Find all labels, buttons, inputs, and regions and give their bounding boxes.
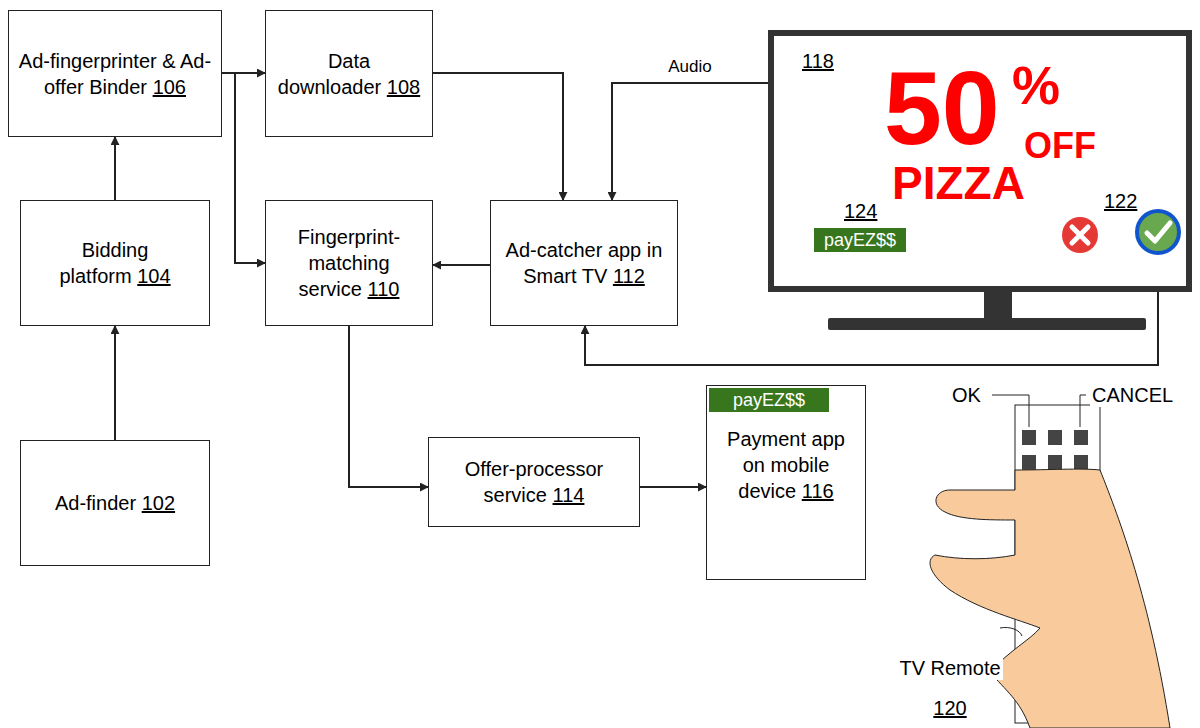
leader-line [1080,395,1086,427]
payment-badge: payEZ$$ [814,228,906,252]
edge-label: Audio [666,57,713,77]
callout-number: 116 [802,480,834,502]
ad-text: 50 [884,56,1000,160]
thumbnail [1000,627,1022,636]
remote-button [1074,455,1088,470]
process-box: Ad-fingerprinter & Ad-offer Binder106 [8,10,222,137]
callout-number: 104 [137,265,170,287]
box-label: Ad-finder [55,492,136,514]
callout-number: 110 [368,278,400,300]
process-box: Ad-finder 102 [20,440,210,566]
cancel-button [1062,217,1098,253]
device-box: payEZ$$Payment app on mobile device116 [706,385,866,580]
process-box: Data downloader 108 [265,10,433,137]
tv-base [828,318,1146,330]
box-label: Data downloader [278,50,381,98]
remote-button [1074,430,1088,445]
callout-number: 122 [1104,190,1137,213]
process-box: Offer-processor service114 [428,437,640,527]
hand [930,469,1170,728]
callout-number: 102 [142,492,175,514]
part-label: CANCEL [1090,384,1175,407]
connector [640,486,706,488]
remote-button [1022,455,1036,470]
leader-line [992,395,1029,427]
callout-number: 108 [387,76,420,98]
ad-text: OFF [1024,128,1096,164]
callout-number: 112 [613,265,645,287]
callout-number: 120 [931,697,968,720]
remote-button [1022,430,1036,445]
connector [349,326,428,487]
part-label: OK [950,384,983,407]
connector [114,326,116,440]
callout-number: 124 [844,200,877,223]
process-box: Ad-catcher app in Smart TV112 [490,200,678,326]
connector [222,73,265,263]
callout-number: 114 [553,484,585,506]
remote-button [1048,455,1062,470]
box-label: Bidding platform [59,239,148,287]
tv-screen: 118 50% OFFPIZZA 124 payEZ$$ 122 [768,30,1192,292]
callout-number: 106 [153,76,186,98]
process-box: Fingerprint-matching service110 [265,200,433,326]
ad-text: PIZZA [892,160,1025,206]
payment-badge: payEZ$$ [709,388,829,412]
callout-number: 118 [802,50,834,73]
remote-button [1048,430,1062,445]
connector [114,137,116,200]
connector [433,73,563,200]
ok-button [1137,211,1179,253]
process-box: Bidding platform104 [20,200,210,326]
part-label: TV Remote [897,657,1002,680]
connector [433,264,490,266]
tv-neck [984,292,1012,320]
connector [612,83,768,200]
ad-text: % [1012,58,1060,112]
